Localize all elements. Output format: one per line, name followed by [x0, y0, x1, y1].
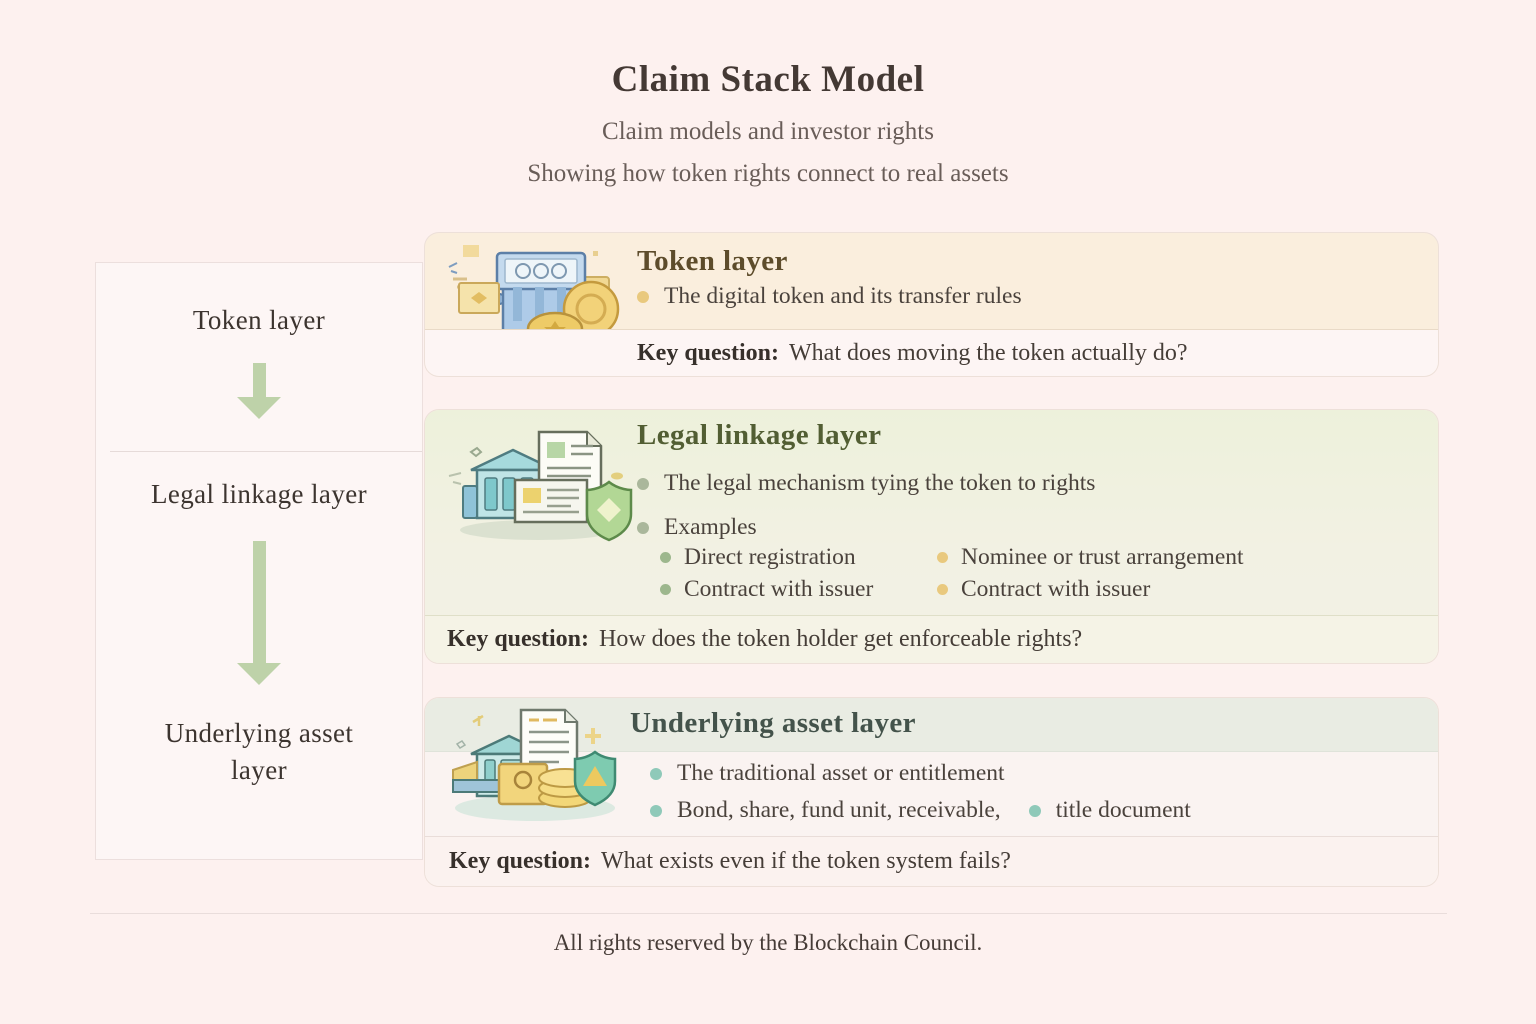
bullet-icon	[1028, 804, 1041, 817]
key-question-band: Key question: How does the token holder …	[425, 615, 1438, 663]
key-question-label: Key question:	[447, 626, 590, 652]
key-question-text: How does the token holder get enforceabl…	[599, 626, 1083, 652]
footer-copyright: All rights reserved by the Blockchain Co…	[553, 930, 983, 955]
bullet-icon	[637, 290, 649, 303]
key-question-text: What does moving the token actually do?	[789, 339, 1188, 366]
bullet-icon	[637, 477, 649, 490]
panel-divider	[110, 451, 422, 452]
page-subtitle-2: Showing how token rights connect to real…	[527, 160, 1009, 187]
arrow-down-icon	[237, 363, 281, 419]
sidebar-item-token-layer: Token layer	[192, 305, 326, 335]
bullet-icon	[660, 584, 671, 595]
card-title: Token layer	[637, 245, 788, 277]
arrow-down-icon	[237, 541, 281, 685]
sidebar-item-legal-linkage-layer: Legal linkage layer	[151, 479, 367, 509]
example-item: Contract with issuer	[961, 576, 1151, 602]
bank-documents-shield-illustration	[448, 430, 633, 542]
bullet-icon	[937, 552, 948, 563]
bullet-text: The legal mechanism tying the token to r…	[664, 470, 1096, 496]
key-question-label: Key question:	[637, 339, 780, 366]
key-question-band: Key question: What does moving the token…	[425, 329, 1438, 376]
key-question-text: What exists even if the token system fai…	[601, 848, 1011, 874]
card-title: Legal linkage layer	[637, 419, 882, 451]
bullet-text: title document	[1055, 797, 1191, 823]
key-question-label: Key question:	[449, 848, 592, 874]
bullet-icon	[937, 584, 948, 595]
bullet-text: Bond, share, fund unit, receivable,	[677, 797, 1001, 823]
bullet-text: The digital token and its transfer rules	[664, 283, 1022, 309]
bullet-text: Examples	[664, 514, 757, 540]
bank-assets-shield-illustration	[452, 708, 617, 821]
example-item: Direct registration	[684, 544, 856, 570]
sidebar-item-underlying-asset-layer: Underlying asset layer	[164, 718, 354, 785]
bullet-icon	[637, 521, 649, 534]
example-item: Nominee or trust arrangement	[961, 544, 1244, 570]
page-title: Claim Stack Model	[611, 59, 925, 100]
bullet-icon	[660, 552, 671, 563]
legal-linkage-layer-card: Legal linkage layer The legal mechanism …	[425, 410, 1438, 663]
example-item: Contract with issuer	[684, 576, 874, 602]
key-question-band: Key question: What exists even if the to…	[425, 836, 1438, 886]
bullet-text: The traditional asset or entitlement	[677, 760, 1005, 786]
card-title: Underlying asset layer	[630, 707, 916, 739]
bullet-icon	[650, 804, 662, 817]
footer-divider	[90, 913, 1447, 914]
underlying-asset-layer-card: Underlying asset layer The traditional a…	[425, 698, 1438, 886]
bullet-icon	[650, 767, 662, 780]
page-subtitle-1: Claim models and investor rights	[602, 118, 934, 145]
token-layer-card: Token layer The digital token and its tr…	[425, 233, 1438, 376]
layer-stack-panel: Token layer Legal linkage layer Underlyi…	[95, 262, 423, 860]
token-machine-illustration	[448, 245, 620, 350]
